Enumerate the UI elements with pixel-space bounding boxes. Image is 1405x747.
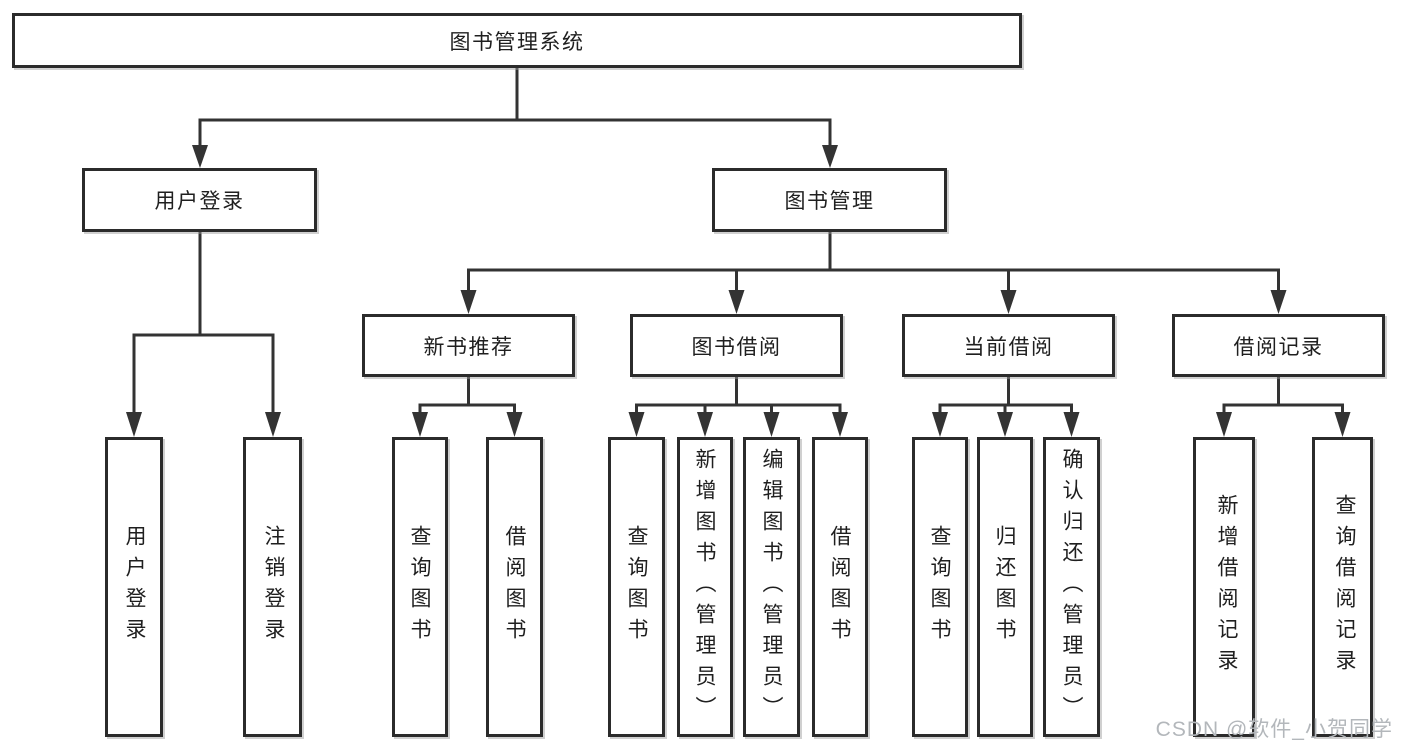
leaf-borrowing-query-books: 查询图书 (608, 437, 665, 737)
leaf-borrowing-edit-books-admin: 编辑图书（管理员） (743, 437, 800, 737)
node-borrowing-records: 借阅记录 (1172, 314, 1385, 377)
node-new-book-recommend: 新书推荐 (362, 314, 575, 377)
leaf-current-return-books: 归还图书 (977, 437, 1033, 737)
node-book-management: 图书管理 (712, 168, 947, 232)
node-current-borrowing: 当前借阅 (902, 314, 1115, 377)
leaf-current-confirm-return-admin: 确认归还（管理员） (1043, 437, 1100, 737)
leaf-borrowing-add-books-admin: 新增图书（管理员） (677, 437, 733, 737)
leaf-newrec-borrow-books: 借阅图书 (486, 437, 543, 737)
leaf-newrec-query-books: 查询图书 (392, 437, 448, 737)
leaf-records-add-record: 新增借阅记录 (1193, 437, 1255, 737)
leaf-current-query-books: 查询图书 (912, 437, 968, 737)
node-user-login: 用户登录 (82, 168, 317, 232)
leaf-borrowing-borrow-books: 借阅图书 (812, 437, 868, 737)
csdn-watermark: CSDN @软件_小贺同学 (1155, 718, 1393, 741)
leaf-logout: 注销登录 (243, 437, 302, 737)
node-book-borrowing: 图书借阅 (630, 314, 843, 377)
node-library-system: 图书管理系统 (12, 13, 1022, 68)
leaf-records-query-record: 查询借阅记录 (1312, 437, 1373, 737)
leaf-user-login: 用户登录 (105, 437, 163, 737)
